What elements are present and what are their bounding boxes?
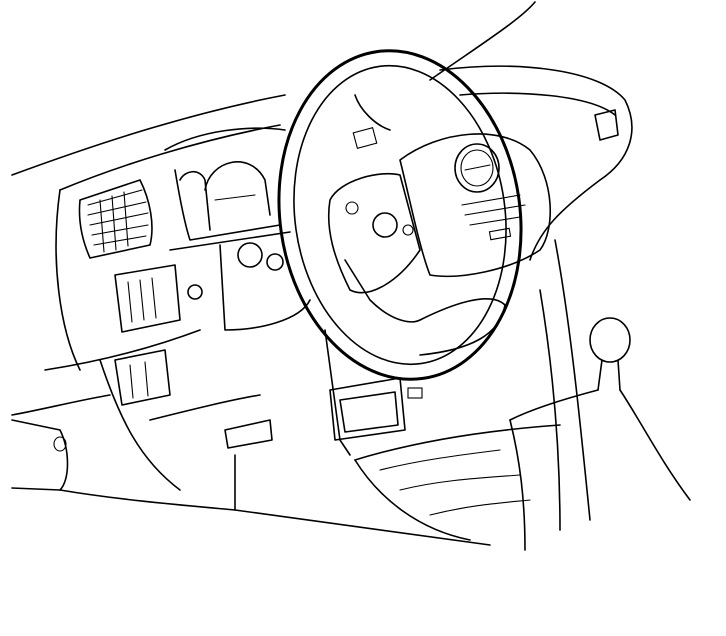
instrument-cluster (164, 127, 311, 331)
steering-column-lower (329, 377, 423, 441)
gear-shifter (354, 317, 691, 551)
dashboard-outline (11, 1, 633, 546)
lower-panels (149, 94, 619, 456)
switch-panel (114, 264, 203, 406)
steering-wheel (277, 49, 523, 381)
airbag-module (327, 133, 552, 356)
air-vent-left (78, 179, 153, 259)
